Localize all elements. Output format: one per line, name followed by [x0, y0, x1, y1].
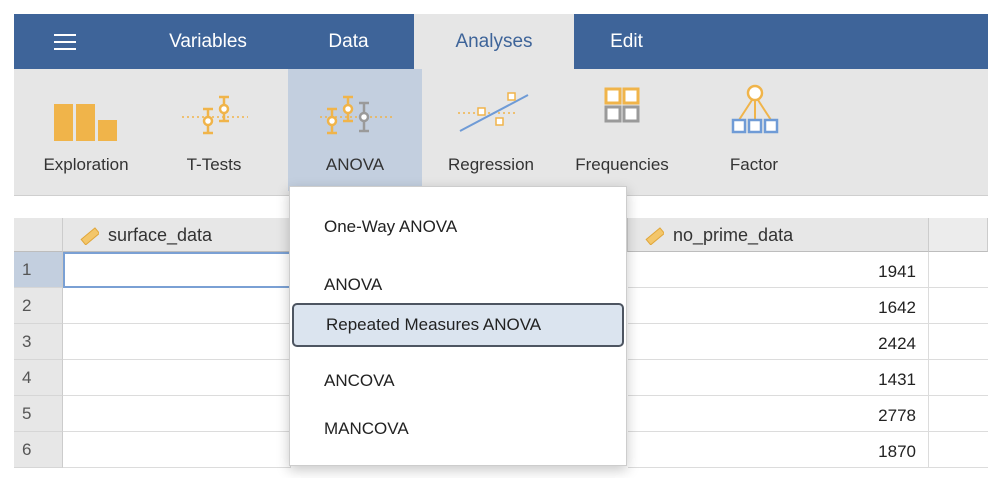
frequencies-button[interactable]: Frequencies — [560, 69, 684, 191]
menu-item-one-way-anova[interactable]: One-Way ANOVA — [324, 217, 458, 236]
frequencies-label: Frequencies — [575, 155, 669, 174]
column-header-no-prime-data[interactable]: no_prime_data — [628, 218, 929, 252]
column-name: no_prime_data — [673, 225, 794, 245]
cell-surface-data[interactable] — [63, 324, 291, 360]
row-number[interactable]: 1 — [14, 252, 63, 288]
tab-variables[interactable]: Variables — [169, 31, 247, 52]
menu-item-ancova[interactable]: ANCOVA — [324, 371, 395, 390]
cell-no-prime-data[interactable]: 1431 — [628, 360, 929, 396]
anova-icon — [320, 95, 392, 135]
row-number[interactable]: 6 — [14, 432, 63, 468]
cell-surface-data[interactable] — [63, 252, 291, 288]
cell-no-prime-data[interactable]: 1941 — [628, 252, 929, 288]
factor-button[interactable]: Factor — [704, 69, 804, 191]
factor-label: Factor — [729, 155, 779, 174]
cell-surface-data[interactable] — [63, 396, 291, 432]
cell-no-prime-data[interactable]: 1870 — [628, 432, 929, 468]
cell-empty[interactable] — [929, 288, 988, 324]
exploration-label: Exploration — [43, 155, 129, 174]
frequencies-icon — [604, 87, 640, 123]
cell-no-prime-data[interactable]: 2778 — [628, 396, 929, 432]
cell-empty[interactable] — [929, 252, 988, 288]
row-number[interactable]: 2 — [14, 288, 63, 324]
cell-no-prime-data[interactable]: 2424 — [628, 324, 929, 360]
sheet-corner[interactable] — [14, 218, 63, 252]
t-tests-icon — [182, 95, 248, 135]
cell-surface-data[interactable] — [63, 288, 291, 324]
anova-dropdown-menu: One-Way ANOVA ANOVA Repeated Measures AN… — [289, 186, 627, 466]
cell-surface-data[interactable] — [63, 360, 291, 396]
menu-item-anova[interactable]: ANOVA — [324, 275, 383, 294]
continuous-ruler-icon — [80, 227, 99, 245]
analyses-ribbon: Exploration T-Tests — [14, 69, 988, 196]
column-header-surface-data[interactable]: surface_data — [63, 218, 291, 252]
row-number[interactable]: 4 — [14, 360, 63, 396]
menu-item-mancova[interactable]: MANCOVA — [324, 419, 409, 438]
row-number[interactable]: 5 — [14, 396, 63, 432]
factor-icon — [731, 84, 779, 134]
cell-empty[interactable] — [929, 396, 988, 432]
cell-empty[interactable] — [929, 360, 988, 396]
continuous-ruler-icon — [645, 227, 664, 245]
menu-item-repeated-measures-anova[interactable]: Repeated Measures ANOVA — [292, 303, 624, 347]
tab-analyses[interactable]: Analyses — [414, 14, 574, 69]
tab-data[interactable]: Data — [328, 31, 369, 52]
column-name: surface_data — [108, 225, 213, 245]
cell-empty[interactable] — [929, 324, 988, 360]
column-header-empty[interactable] — [929, 218, 988, 252]
anova-button[interactable]: ANOVA — [288, 69, 422, 191]
exploration-button[interactable]: Exploration — [26, 69, 146, 191]
anova-label: ANOVA — [325, 155, 385, 174]
cell-no-prime-data[interactable]: 1642 — [628, 288, 929, 324]
cell-surface-data[interactable] — [63, 432, 291, 468]
regression-button[interactable]: Regression — [426, 69, 556, 191]
hamburger-menu-icon[interactable] — [54, 34, 76, 50]
cell-empty[interactable] — [929, 432, 988, 468]
regression-label: Regression — [448, 155, 534, 174]
main-menu-bar: Variables Data Analyses Edit — [14, 14, 988, 69]
exploration-icon — [54, 104, 117, 141]
t-tests-button[interactable]: T-Tests — [164, 69, 264, 191]
regression-icon — [458, 92, 529, 132]
row-number[interactable]: 3 — [14, 324, 63, 360]
tab-edit[interactable]: Edit — [610, 31, 643, 52]
t-tests-label: T-Tests — [186, 155, 242, 174]
